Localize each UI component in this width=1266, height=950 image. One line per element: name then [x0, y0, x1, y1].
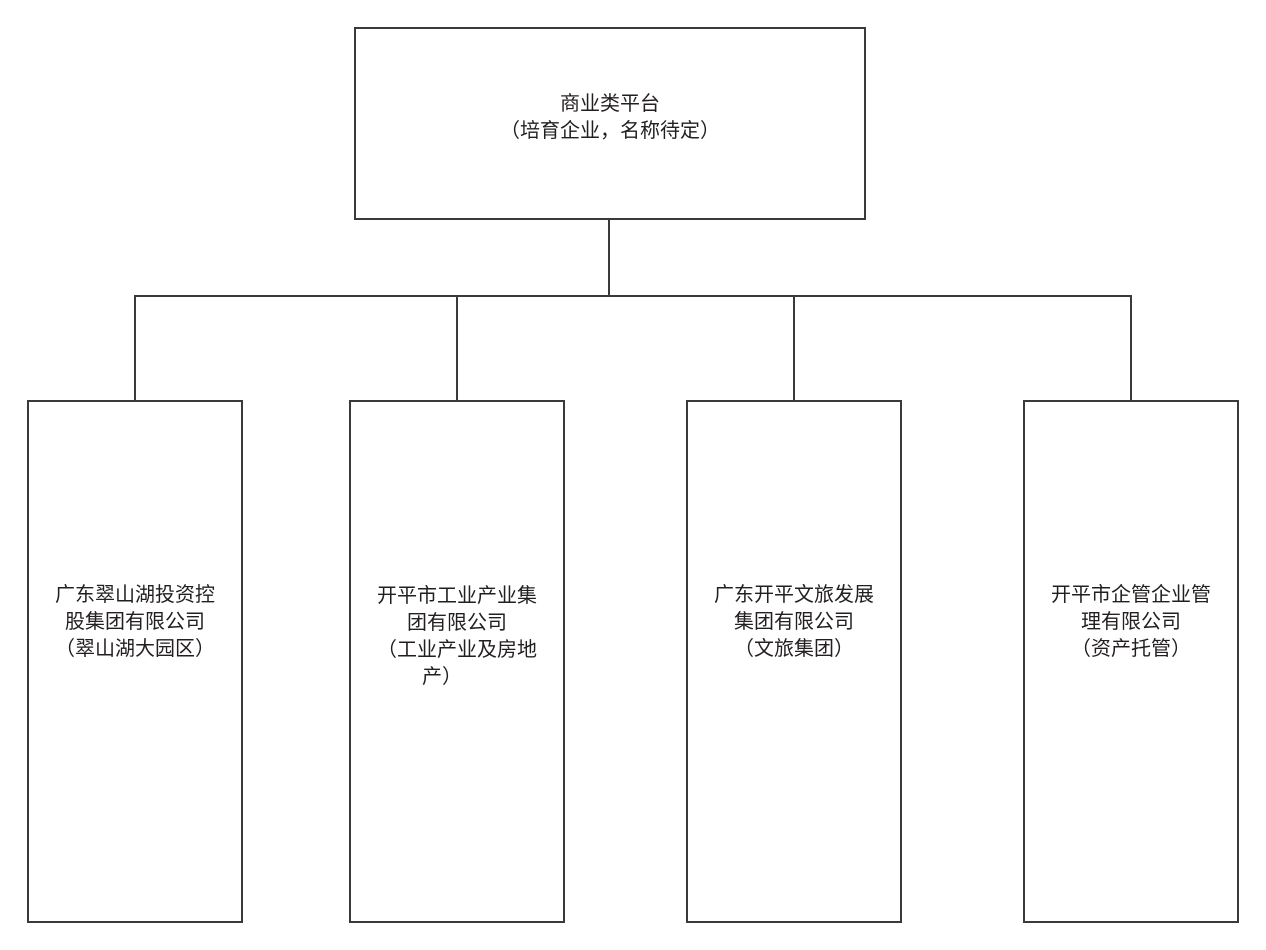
node-text: （文旅集团）	[734, 636, 854, 660]
root-title: 商业类平台	[560, 90, 660, 115]
node-text: 股集团有限公司	[65, 609, 205, 633]
node-text: 开平市工业产业集	[377, 582, 537, 607]
connector-root-down	[608, 219, 610, 297]
node-text: 集团有限公司	[734, 609, 854, 633]
root-subtitle: （培育企业，名称待定）	[500, 117, 720, 142]
child-node-industry: 开平市工业产业集 团有限公司 （工业产业及房地 产）	[349, 400, 565, 923]
node-text: 广东开平文旅发展	[714, 582, 874, 606]
node-text: 产）	[422, 663, 462, 688]
node-text: 广东翠山湖投资控	[55, 582, 215, 606]
connector-child-1	[134, 295, 136, 401]
connector-child-2	[456, 295, 458, 401]
child-node-culture-tourism: 广东开平文旅发展 集团有限公司 （文旅集团）	[686, 400, 902, 923]
node-text: （资产托管）	[1071, 636, 1191, 660]
node-text: 开平市企管企业管	[1051, 582, 1211, 606]
node-text: 理有限公司	[1081, 609, 1181, 633]
node-text: （翠山湖大园区）	[55, 636, 215, 660]
connector-horizontal	[134, 295, 1132, 297]
root-node: 商业类平台 （培育企业，名称待定）	[354, 27, 866, 220]
connector-child-4	[1130, 295, 1132, 401]
connector-child-3	[793, 295, 795, 401]
child-node-asset-management: 开平市企管企业管 理有限公司 （资产托管）	[1023, 400, 1239, 923]
node-text: （工业产业及房地	[377, 636, 537, 661]
child-node-cuishanhu: 广东翠山湖投资控 股集团有限公司 （翠山湖大园区）	[27, 400, 243, 923]
node-text: 团有限公司	[407, 609, 507, 634]
